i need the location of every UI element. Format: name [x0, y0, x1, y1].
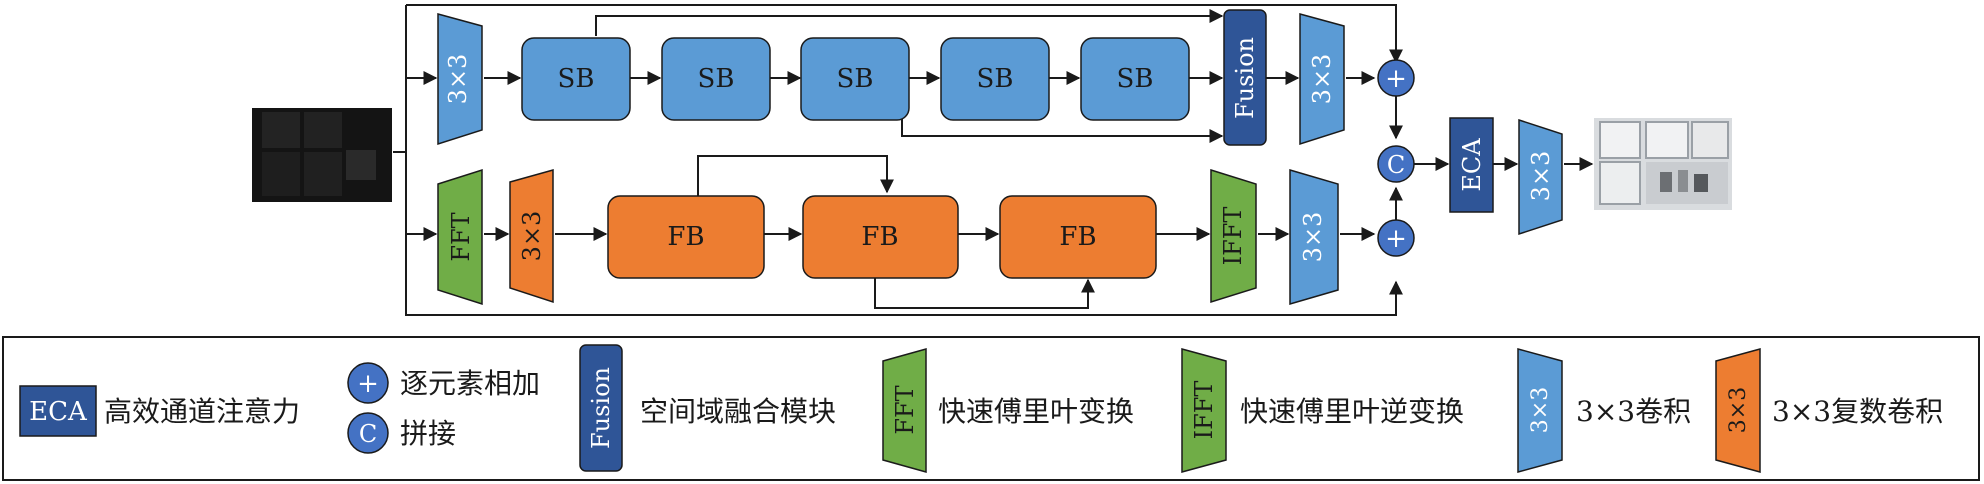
sb-block: SB	[940, 37, 1050, 121]
fb-label: FB	[1059, 222, 1096, 252]
legend-fft: FFT 快速傅里叶变换	[882, 348, 1134, 473]
complex-conv-block: 3×3	[509, 169, 554, 304]
legend-conv-symbol: 3×3	[1528, 387, 1553, 433]
input-image	[252, 108, 392, 202]
legend-eca-symbol: ECA	[29, 397, 88, 427]
sb-label: SB	[977, 64, 1014, 94]
sb-block: SB	[661, 37, 771, 121]
sb-label: SB	[1117, 64, 1154, 94]
ifft-block: IFFT	[1210, 168, 1257, 304]
legend-complex-conv-text: 3×3复数卷积	[1772, 395, 1943, 428]
add-node-bottom: +	[1377, 219, 1415, 257]
legend-ifft-text: 快速傅里叶逆变换	[1240, 395, 1464, 428]
legend-ifft-symbol: IFFT	[1190, 381, 1218, 440]
fb-label: FB	[667, 222, 704, 252]
legend-fft-text: 快速傅里叶变换	[938, 395, 1134, 428]
fft-block: FFT	[437, 168, 483, 306]
conv-label: 3×3	[1527, 151, 1555, 202]
fb-label: FB	[861, 222, 898, 252]
sb-label: SB	[558, 64, 595, 94]
fft-label: FFT	[447, 212, 475, 261]
conv-label: 3×3	[1299, 212, 1327, 263]
fusion-label: Fusion	[1231, 37, 1259, 119]
concat-symbol: C	[1387, 151, 1405, 179]
add-node-top: +	[1377, 59, 1415, 97]
legend-concat: C 拼接	[347, 412, 456, 454]
conv-label: 3×3	[1308, 54, 1336, 105]
legend-complex-conv: 3×3 3×3复数卷积	[1715, 348, 1943, 473]
fusion-module: Fusion	[1223, 9, 1267, 146]
add-symbol: +	[1385, 64, 1407, 94]
sb-block: SB	[521, 37, 631, 121]
eca-block: ECA	[1449, 117, 1494, 213]
complex-conv-label: 3×3	[518, 211, 546, 262]
legend-add-symbol: +	[357, 369, 379, 399]
legend-ifft: IFFT 快速傅里叶逆变换	[1181, 348, 1464, 473]
legend-fusion-text: 空间域融合模块	[640, 395, 836, 428]
connectors	[393, 4, 1594, 316]
conv-label: 3×3	[444, 54, 472, 105]
legend-concat-symbol: C	[359, 420, 377, 448]
sb-label: SB	[837, 64, 874, 94]
legend-concat-text: 拼接	[400, 417, 456, 450]
legend-complex-conv-symbol: 3×3	[1726, 387, 1751, 433]
conv-3x3-top-in: 3×3	[437, 13, 483, 146]
sb-block: SB	[1080, 37, 1190, 121]
legend-add: + 逐元素相加	[347, 362, 540, 404]
add-symbol: +	[1385, 224, 1407, 254]
frame-line	[406, 4, 1403, 64]
legend-fusion-symbol: Fusion	[587, 367, 615, 449]
legend-eca-text: 高效通道注意力	[104, 395, 300, 428]
ifft-label: IFFT	[1219, 207, 1247, 266]
legend-frame	[2, 336, 1980, 481]
conv-3x3-top-out: 3×3	[1299, 13, 1345, 146]
output-image	[1594, 118, 1732, 210]
fb-block: FB	[999, 195, 1157, 279]
sb-block: SB	[800, 37, 910, 121]
fb-block: FB	[607, 195, 765, 279]
conv-3x3-bottom-out: 3×3	[1289, 169, 1339, 305]
fb-block: FB	[802, 195, 959, 279]
legend-add-text: 逐元素相加	[400, 367, 540, 400]
legend-eca: ECA 高效通道注意力	[19, 385, 300, 437]
legend-conv-text: 3×3卷积	[1576, 395, 1691, 428]
eca-label: ECA	[1458, 138, 1486, 192]
conv-3x3-final: 3×3	[1518, 118, 1563, 236]
frame-line	[405, 5, 1403, 316]
legend-fft-symbol: FFT	[891, 385, 919, 434]
legend-conv: 3×3 3×3卷积	[1517, 348, 1691, 473]
sb-label: SB	[698, 64, 735, 94]
legend-fusion: Fusion 空间域融合模块	[579, 344, 836, 472]
concat-node: C	[1377, 145, 1415, 183]
